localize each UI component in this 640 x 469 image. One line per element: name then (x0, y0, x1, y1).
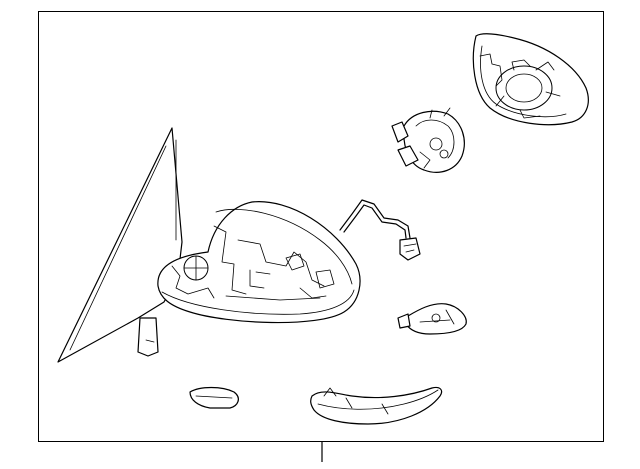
glass-backing-plate (495, 65, 553, 111)
actuator-motor[interactable] (391, 107, 465, 173)
turn-signal-lamp[interactable] (310, 386, 443, 425)
mirror-glass[interactable] (472, 33, 589, 126)
turn-signal-bracket[interactable] (397, 303, 467, 335)
diagram-frame (38, 11, 604, 442)
wiring-harness[interactable] (339, 199, 421, 261)
mirror-housing-assembly[interactable] (157, 201, 361, 324)
lower-cover-clip[interactable] (189, 386, 239, 409)
mirror-base-mount[interactable] (57, 127, 183, 363)
